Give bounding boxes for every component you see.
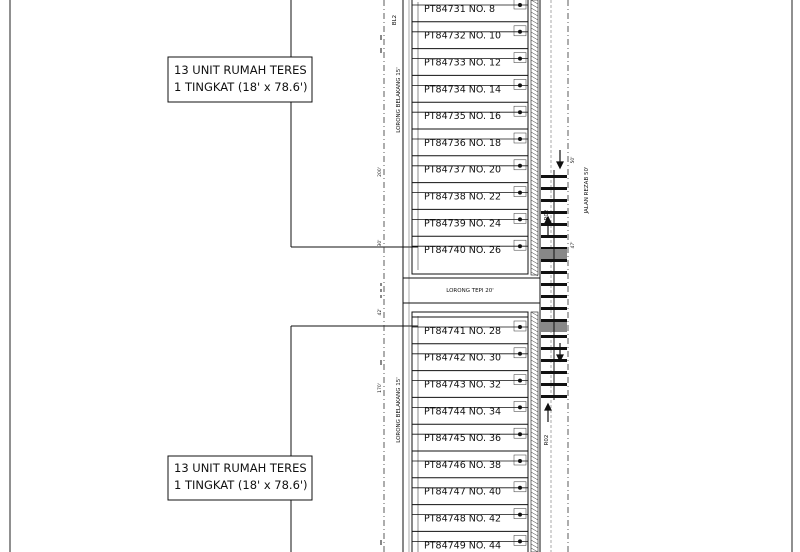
lot-row: PT84733 NO. 12 — [412, 48, 528, 69]
road-ladder-markings — [541, 170, 567, 400]
lot-row: PT84749 NO. 44 — [412, 530, 528, 551]
callout-bottom-line1: 13 UNIT RUMAH TERES — [174, 461, 307, 475]
lot-row: PT84737 NO. 20 — [412, 155, 528, 176]
dim-left: 42' — [377, 309, 383, 316]
dim-mid: 30' — [377, 240, 383, 247]
lot-row: PT84739 NO. 24 — [412, 208, 528, 229]
lot-label: PT84735 NO. 16 — [424, 111, 501, 122]
bl2-label: BL2 — [392, 15, 398, 25]
front-edge-hatch — [530, 0, 539, 552]
lot-row: PT84736 NO. 18 — [412, 128, 528, 149]
lot-row: PT84742 NO. 30 — [412, 343, 528, 364]
lorong-belakang-label-bottom: LORONG BELAKANG 15' — [396, 377, 402, 443]
lot-row: PT84744 NO. 34 — [412, 396, 528, 417]
lot-row: PT84748 NO. 42 — [412, 504, 528, 525]
lot-label: PT84738 NO. 22 — [424, 192, 501, 203]
lot-row: PT84738 NO. 22 — [412, 182, 528, 203]
callout-bottom: 13 UNIT RUMAH TERES 1 TINGKAT (18' x 78.… — [167, 325, 418, 552]
lot-row: PT84747 NO. 40 — [412, 477, 528, 498]
callout-top-line2: 1 TINGKAT (18' x 78.6') — [174, 80, 308, 94]
lot-block-top: PT84731 NO. 8 PT84732 NO. 10 PT84733 NO. 1… — [411, 0, 529, 275]
lot-label: PT84747 NO. 40 — [424, 487, 501, 498]
lot-label: PT84733 NO. 12 — [424, 58, 501, 69]
lot-label: PT84734 NO. 14 — [424, 84, 501, 95]
lot-label: PT84741 NO. 28 — [424, 326, 501, 337]
dim-low: 170' — [377, 383, 383, 393]
dim-right: 50' — [570, 157, 576, 164]
lot-label: PT84740 NO. 26 — [424, 245, 501, 256]
lot-block-bottom: PT84741 NO. 28 PT84742 NO. 30 PT84743 NO. … — [411, 311, 529, 552]
lorong-tepi: LORONG TEPI 20' — [403, 277, 540, 304]
callout-top: 13 UNIT RUMAH TERES 1 TINGKAT (18' x 78.… — [167, 0, 418, 248]
jalan-rezab-label: JALAN REZAB 50' — [584, 167, 590, 215]
lot-row: PT84741 NO. 28 — [412, 316, 528, 337]
r02-label-bottom: R02 — [544, 435, 550, 446]
lot-row: PT84743 NO. 32 — [412, 370, 528, 391]
lot-label: PT84739 NO. 24 — [424, 218, 501, 229]
lot-label: PT84736 NO. 18 — [424, 138, 501, 149]
lot-label: PT84748 NO. 42 — [424, 514, 501, 525]
lot-row: PT84735 NO. 16 — [412, 101, 528, 122]
lot-row: PT84746 NO. 38 — [412, 450, 528, 471]
lot-label: PT84742 NO. 30 — [424, 353, 501, 364]
lot-label: PT84732 NO. 10 — [424, 31, 501, 42]
lot-label: PT84745 NO. 36 — [424, 433, 501, 444]
lot-label: PT84731 NO. 8 — [424, 4, 495, 15]
lot-row: PT84745 NO. 36 — [412, 423, 528, 444]
r02-label-top: R02 — [544, 210, 550, 221]
lot-label: PT84737 NO. 20 — [424, 165, 501, 176]
lot-row: PT84734 NO. 14 — [412, 74, 528, 95]
dim-top: 200' — [377, 167, 383, 177]
callout-top-line1: 13 UNIT RUMAH TERES — [174, 63, 307, 77]
lorong-belakang-label-top: LORONG BELAKANG 15' — [396, 67, 402, 133]
lot-row: PT84732 NO. 10 — [412, 21, 528, 42]
lot-label: PT84744 NO. 34 — [424, 406, 501, 417]
lot-label: PT84743 NO. 32 — [424, 380, 501, 391]
callout-bottom-line2: 1 TINGKAT (18' x 78.6') — [174, 478, 308, 492]
dim-right2: 47' — [570, 242, 576, 249]
direction-arrows — [544, 150, 564, 422]
lot-label: PT84746 NO. 38 — [424, 460, 501, 471]
lot-label: PT84749 NO. 44 — [424, 540, 501, 551]
lorong-tepi-label: LORONG TEPI 20' — [446, 288, 494, 294]
lot-row: PT84740 NO. 26 — [412, 235, 528, 256]
lot-row: PT84731 NO. 8 — [412, 0, 528, 15]
